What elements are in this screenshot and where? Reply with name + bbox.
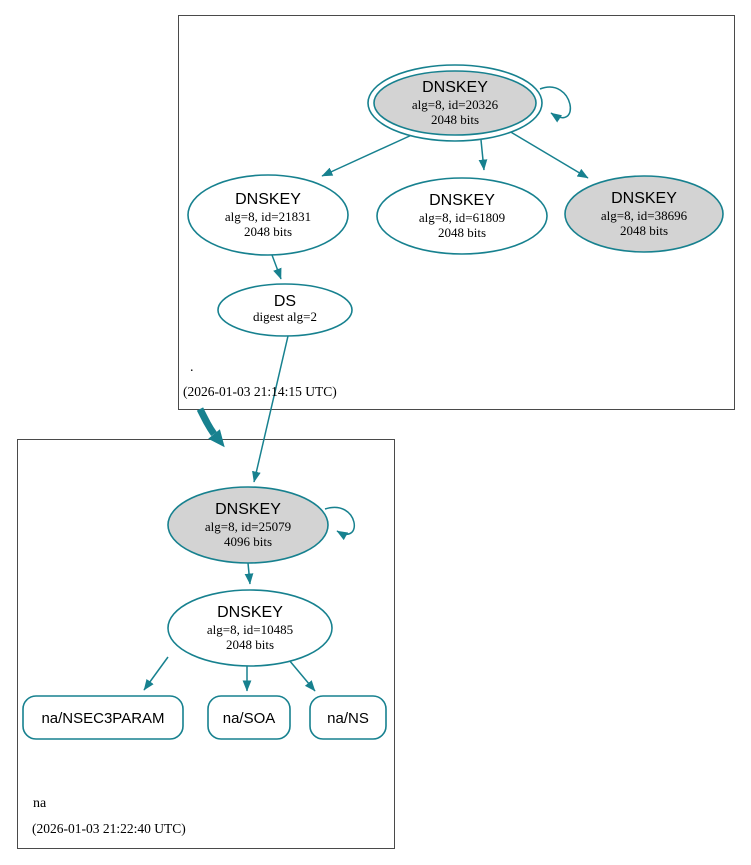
node-dnskey-10485[interactable]: DNSKEY alg=8, id=10485 2048 bits [167,589,333,667]
node-alg-id: alg=8, id=38696 [601,208,688,223]
node-title: DNSKEY [235,191,301,208]
node-dnskey-20326[interactable]: DNSKEY alg=8, id=20326 2048 bits [367,64,543,142]
zone-name-na: na [33,796,47,811]
node-bits: 4096 bits [224,534,272,549]
node-alg-id: alg=8, id=20326 [412,97,499,112]
edge-zsk21831-to-ds [271,254,282,280]
edge-ksk20326-to-zsk21831 [321,133,415,177]
node-rrset-soa[interactable]: na/SOA [207,695,291,740]
node-title: DNSKEY [217,604,283,621]
rrset-label: na/NSEC3PARAM [41,710,164,727]
edge-ksk20326-to-zsk38696 [508,130,589,179]
rrset-label: na/SOA [223,710,276,727]
node-bits: 2048 bits [438,225,486,240]
node-bits: 2048 bits [431,112,479,127]
edge-ds-to-ksk25079 [252,335,289,483]
node-bits: 2048 bits [244,224,292,239]
node-dnskey-25079[interactable]: DNSKEY alg=8, id=25079 4096 bits [167,486,329,564]
node-alg-id: alg=8, id=10485 [207,622,293,637]
node-title: DNSKEY [215,501,281,518]
edge-ksk25079-self-loop [324,506,356,541]
zone-timestamp-root: (2026-01-03 21:14:15 UTC) [183,384,337,399]
node-alg-id: alg=8, id=61809 [419,210,505,225]
node-dnskey-61809[interactable]: DNSKEY alg=8, id=61809 2048 bits [376,177,548,255]
edge-delegation-root-to-na [196,407,217,437]
delegation-arrowhead-icon [208,429,225,448]
node-dnskey-38696[interactable]: DNSKEY alg=8, id=38696 2048 bits [564,175,724,253]
node-digest-alg: digest alg=2 [253,309,317,324]
edge-zsk10485-to-ns [288,659,316,692]
zone-box-root [178,15,735,410]
node-title: DS [274,293,296,310]
node-rrset-ns[interactable]: na/NS [309,695,387,740]
node-alg-id: alg=8, id=21831 [225,209,311,224]
node-dnskey-21831[interactable]: DNSKEY alg=8, id=21831 2048 bits [187,174,349,256]
zone-box-na [17,439,395,849]
zone-name-root: . [190,360,194,375]
edge-ksk25079-to-zsk10485 [244,562,254,585]
zone-timestamp-na: (2026-01-03 21:22:40 UTC) [32,821,186,836]
node-title: DNSKEY [422,79,488,96]
edge-ksk20326-self-loop [539,86,572,123]
node-ds-root[interactable]: DS digest alg=2 [217,283,353,337]
edge-zsk10485-to-nsec3param [143,656,169,691]
node-title: DNSKEY [429,192,495,209]
rrset-label: na/NS [327,710,369,727]
node-bits: 2048 bits [620,223,668,238]
node-bits: 2048 bits [226,637,274,652]
node-alg-id: alg=8, id=25079 [205,519,291,534]
edge-ksk20326-to-zsk61809 [478,139,488,171]
node-rrset-nsec3param[interactable]: na/NSEC3PARAM [22,695,184,740]
node-title: DNSKEY [611,190,677,207]
